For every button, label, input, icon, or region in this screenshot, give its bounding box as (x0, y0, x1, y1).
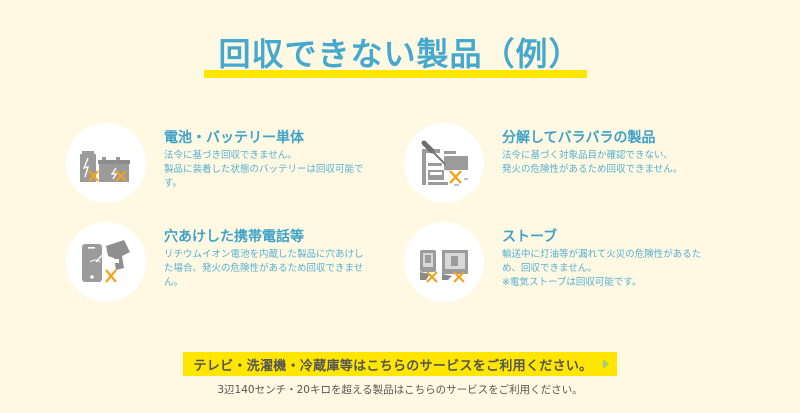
icon-circle (404, 222, 484, 302)
description-line: ん。 (164, 277, 184, 288)
arrow-right-icon (602, 359, 609, 369)
description-line: ※電気ストーブは回収可能です。 (502, 277, 642, 288)
icon-circle (66, 123, 146, 203)
title-section: 回収できない製品（例） (0, 34, 800, 74)
page-title: 回収できない製品（例） (218, 35, 582, 73)
item-card-drilled-phone: 穴あけした携帯電話等 リチウムイオン電池を内蔵した製品に穴あけし た場合、発火の… (66, 222, 406, 312)
oversize-note: 3辺140センチ・20キロを超える製品はこちらのサービスをご利用ください。 (217, 384, 583, 396)
item-heading: 分解してバラバラの製品 (502, 130, 656, 146)
item-card-stove: ストーブ 輸送中に灯油等が漏れて火災の危険性があるた め、回収できません。 ※電… (404, 222, 744, 312)
icon-circle (404, 123, 484, 203)
large-appliance-service-link[interactable]: テレビ・洗濯機・冷蔵庫等はこちらのサービスをご利用ください。 (183, 352, 617, 376)
description-line: 製品に装着した状態のバッテリーは回収可能で (164, 164, 364, 175)
item-description: リチウムイオン電池を内蔵した製品に穴あけし た場合、発火の危険性があるため回収で… (164, 248, 394, 290)
item-card-disassembled: 分解してバラバラの製品 法令に基づく対象品目か確認できない、 発火の危険性がある… (404, 123, 744, 213)
description-line: 発火の危険性があるため回収できません。 (502, 164, 683, 175)
title-underline (204, 70, 587, 78)
description-line: 法令に基づき回収できません。 (164, 150, 297, 161)
item-heading: 電池・バッテリー単体 (164, 130, 304, 146)
item-description: 法令に基づく対象品目か確認できない、 発火の危険性があるため回収できません。 (502, 149, 732, 177)
cta-section: テレビ・洗濯機・冷蔵庫等はこちらのサービスをご利用ください。 (0, 352, 800, 376)
battery-crossed-icon (80, 151, 130, 182)
drilled-phone-crossed-icon (82, 240, 130, 283)
cta-label: テレビ・洗濯機・冷蔵庫等はこちらのサービスをご利用ください。 (193, 358, 593, 374)
description-line: め、回収できません。 (502, 263, 597, 274)
description-line: す。 (164, 178, 183, 189)
icon-circle (66, 222, 146, 302)
item-description: 輸送中に灯油等が漏れて火災の危険性があるた め、回収できません。 ※電気ストーブ… (502, 248, 732, 290)
item-card-battery: 電池・バッテリー単体 法令に基づき回収できません。 製品に装着した状態のバッテリ… (66, 123, 406, 213)
description-line: リチウムイオン電池を内蔵した製品に穴あけし (164, 249, 364, 260)
stove-crossed-icon (420, 250, 468, 283)
description-line: た場合、発火の危険性があるため回収できませ (164, 263, 364, 274)
description-line: 法令に基づく対象品目か確認できない、 (502, 150, 674, 161)
disassembled-product-crossed-icon (421, 140, 468, 186)
item-heading: 穴あけした携帯電話等 (164, 229, 304, 245)
description-line: 輸送中に灯油等が漏れて火災の危険性があるた (502, 249, 702, 260)
item-description: 法令に基づき回収できません。 製品に装着した状態のバッテリーは回収可能で す。 (164, 149, 394, 191)
item-heading: ストーブ (502, 229, 558, 245)
